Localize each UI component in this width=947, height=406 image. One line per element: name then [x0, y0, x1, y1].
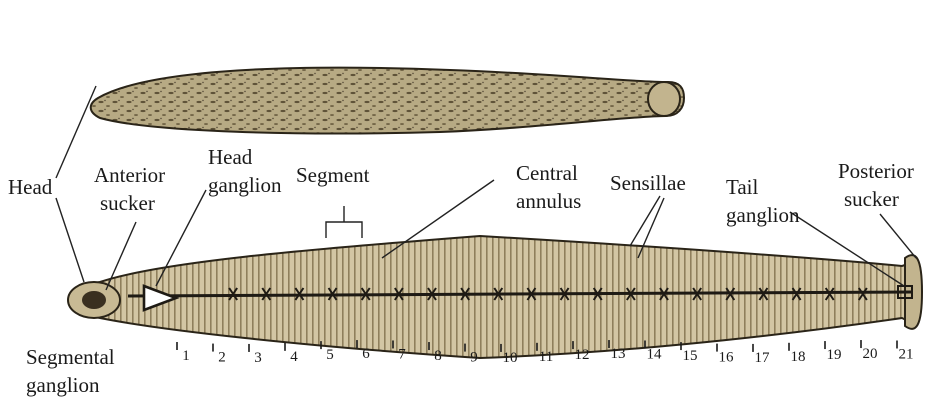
label-head-ganglion-line1: Head: [208, 145, 253, 169]
dorsal-body: [91, 68, 684, 134]
label-head: Head: [8, 175, 53, 199]
segment-number-5: 5: [326, 347, 334, 363]
label-anterior-sucker-line2: sucker: [100, 191, 155, 215]
segment-number-18: 18: [791, 349, 806, 365]
segment-number-7: 7: [398, 346, 406, 362]
segment-number-9: 9: [470, 350, 478, 366]
head-leader-bottom: [56, 198, 84, 282]
segment-number-12: 12: [575, 347, 590, 363]
sensillae-leader-1: [630, 196, 660, 246]
dorsal-leech-view: [91, 68, 684, 134]
head-leader-top: [56, 86, 96, 178]
segment-number-17: 17: [755, 350, 771, 366]
segment-number-16: 16: [719, 350, 735, 366]
segment-number-19: 19: [827, 347, 842, 363]
segment-number-1: 1: [182, 348, 190, 364]
label-tail-ganglion-line1: Tail: [726, 175, 759, 199]
segment-number-4: 4: [290, 349, 298, 365]
segment-bracket: [326, 206, 362, 238]
label-central-annulus-line2: annulus: [516, 189, 581, 213]
label-central-annulus-line1: Central: [516, 161, 578, 185]
segment-number-6: 6: [362, 346, 370, 362]
label-tail-ganglion-line2: ganglion: [726, 203, 800, 227]
segment-number-20: 20: [863, 346, 878, 362]
ventral-leech-view: [68, 236, 922, 358]
label-segment: Segment: [296, 163, 370, 187]
label-anterior-sucker-line1: Anterior: [94, 163, 165, 187]
ventral-mouth: [82, 291, 106, 309]
label-sensillae: Sensillae: [610, 171, 686, 195]
segment-number-13: 13: [611, 346, 626, 362]
label-head-ganglion-line2: ganglion: [208, 173, 282, 197]
label-posterior-sucker-line1: Posterior: [838, 159, 914, 183]
segment-number-8: 8: [434, 348, 442, 364]
segment-number-15: 15: [683, 348, 698, 364]
segment-number-3: 3: [254, 350, 262, 366]
segment-number-10: 10: [503, 350, 518, 366]
segment-number-14: 14: [647, 346, 663, 362]
dorsal-posterior-sucker: [648, 82, 680, 116]
label-posterior-sucker-line2: sucker: [844, 187, 899, 211]
segment-number-2: 2: [218, 350, 226, 366]
label-segmental-ganglion-line2: ganglion: [26, 373, 100, 397]
posterior-sucker-leader: [880, 214, 916, 258]
label-segmental-ganglion-line1: Segmental: [26, 345, 115, 369]
segment-number-11: 11: [539, 349, 553, 365]
segment-number-21: 21: [899, 346, 914, 362]
